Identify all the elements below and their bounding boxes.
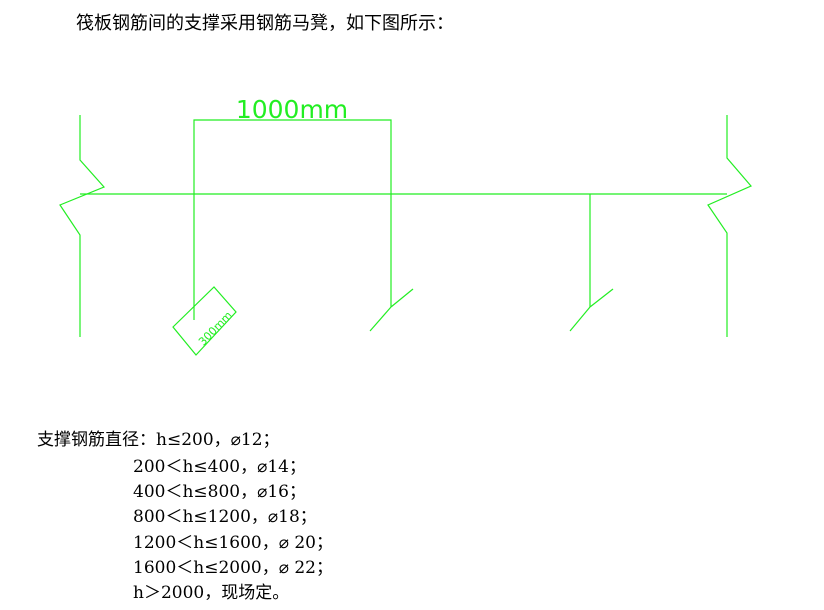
intro-text: 筏板钢筋间的支撑采用钢筋马凳，如下图所示： [76,13,454,34]
right-break-line [707,115,752,337]
spec-list: 200＜h≤400，⌀14； 400＜h≤800，⌀16； 800＜h≤1200… [133,455,333,606]
spec-item: 800＜h≤1200，⌀18； [133,507,317,528]
leg-foot-2-ext [390,288,414,308]
spec-heading: 支撑钢筋直径：h≤200，⌀12； [37,430,280,450]
spec-item: 400＜h≤800，⌀16； [133,482,306,503]
dim-label-top: 1000mm [236,95,348,124]
spec-item: 1200＜h≤1600，⌀ 20； [133,532,333,553]
leg-foot-3-ext [589,288,614,308]
leg-foot-2 [369,306,392,332]
leg-foot-box [172,286,237,356]
left-break-line [59,115,106,337]
spec-item: 1600＜h≤2000，⌀ 22； [133,557,333,578]
dimension-frame [193,119,392,320]
leg-foot-3 [569,306,591,332]
spec-item: 200＜h≤400，⌀14； [133,457,306,477]
rebar-chair-diagram: 1000mm 300mm [59,95,752,356]
dim-label-slant: 300mm [196,309,235,349]
spec-item: h＞2000，现场定。 [133,583,290,604]
